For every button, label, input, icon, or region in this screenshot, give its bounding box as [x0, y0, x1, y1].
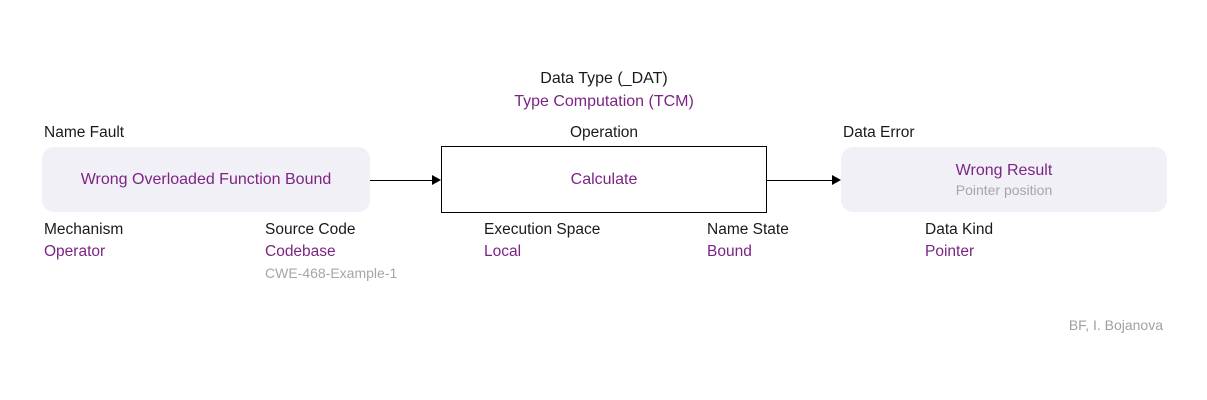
attribute-label: Source Code: [265, 221, 356, 238]
attribute-note: CWE-468-Example-1: [265, 265, 398, 281]
data-type-heading: Data Type (_DAT): [540, 70, 668, 87]
attribute-label: Name State: [707, 221, 789, 238]
arrow-fault-to-operation: [370, 175, 441, 185]
error-detail: Pointer position: [955, 181, 1053, 198]
attribute-label: Mechanism: [44, 221, 124, 238]
attribute-mechanism: Mechanism Operator: [44, 218, 123, 263]
attribute-label: Data Kind: [925, 221, 994, 238]
fault-box: Wrong Overloaded Function Bound: [42, 147, 370, 212]
error-value: Wrong Result: [955, 161, 1053, 179]
attribute-value: Bound: [707, 243, 752, 260]
attribute-label: Execution Space: [484, 221, 601, 238]
attribute-value: Local: [484, 243, 522, 260]
fault-caption: Name Fault: [44, 124, 125, 141]
error-box: Wrong Result Pointer position: [841, 147, 1167, 212]
operation-caption: Operation: [569, 124, 639, 141]
attribute-source-code: Source Code Codebase CWE-468-Example-1: [265, 218, 397, 284]
error-caption: Data Error: [843, 124, 915, 141]
attribute-value: Pointer: [925, 243, 975, 260]
operation-value: Calculate: [570, 170, 638, 188]
bug-class-heading: Type Computation (TCM): [514, 93, 694, 110]
credit-text: BF, I. Bojanova: [1068, 317, 1163, 333]
attribute-value: Codebase: [265, 243, 336, 260]
attribute-data-kind: Data Kind Pointer: [925, 218, 993, 263]
arrow-operation-to-error: [767, 175, 841, 185]
attribute-name-state: Name State Bound: [707, 218, 789, 263]
attribute-value: Operator: [44, 243, 106, 260]
attribute-execution-space: Execution Space Local: [484, 218, 600, 263]
operation-box: Calculate: [441, 146, 767, 213]
fault-value: Wrong Overloaded Function Bound: [80, 170, 332, 188]
